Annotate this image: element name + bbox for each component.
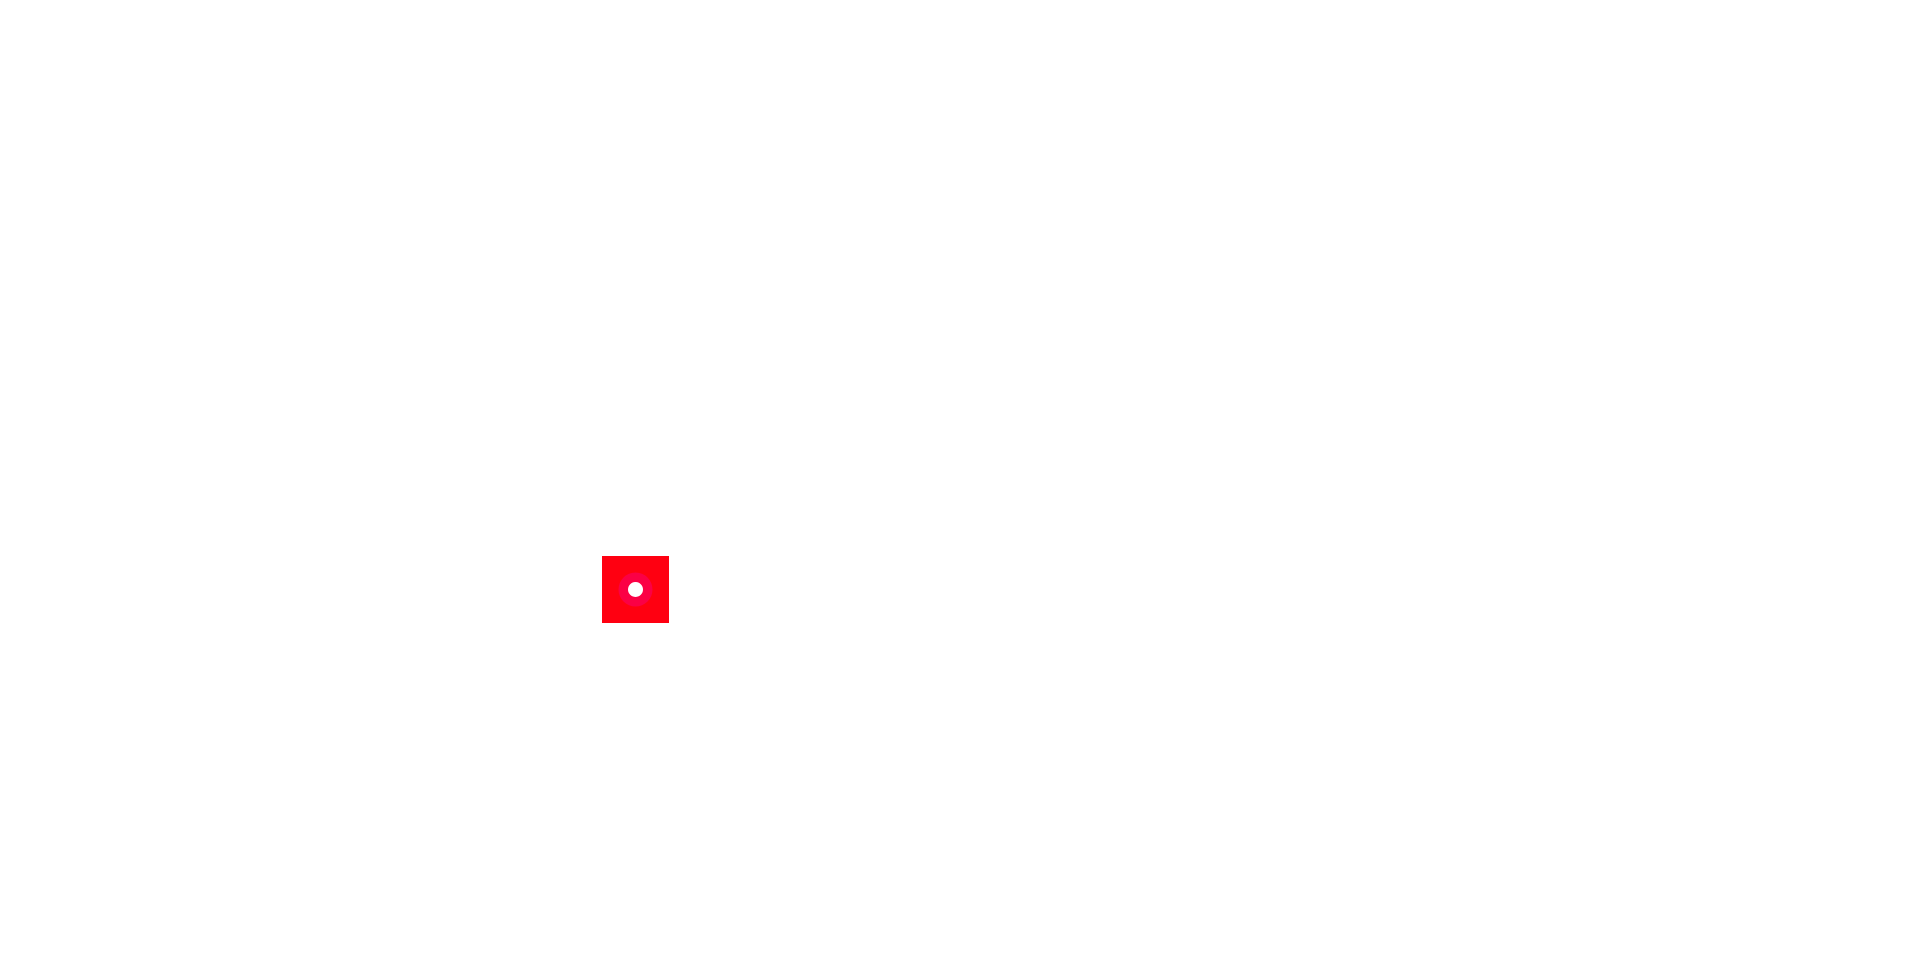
marker-center-dot [628,582,643,597]
target-marker-icon [602,556,669,623]
click-target-marker[interactable] [602,556,669,623]
